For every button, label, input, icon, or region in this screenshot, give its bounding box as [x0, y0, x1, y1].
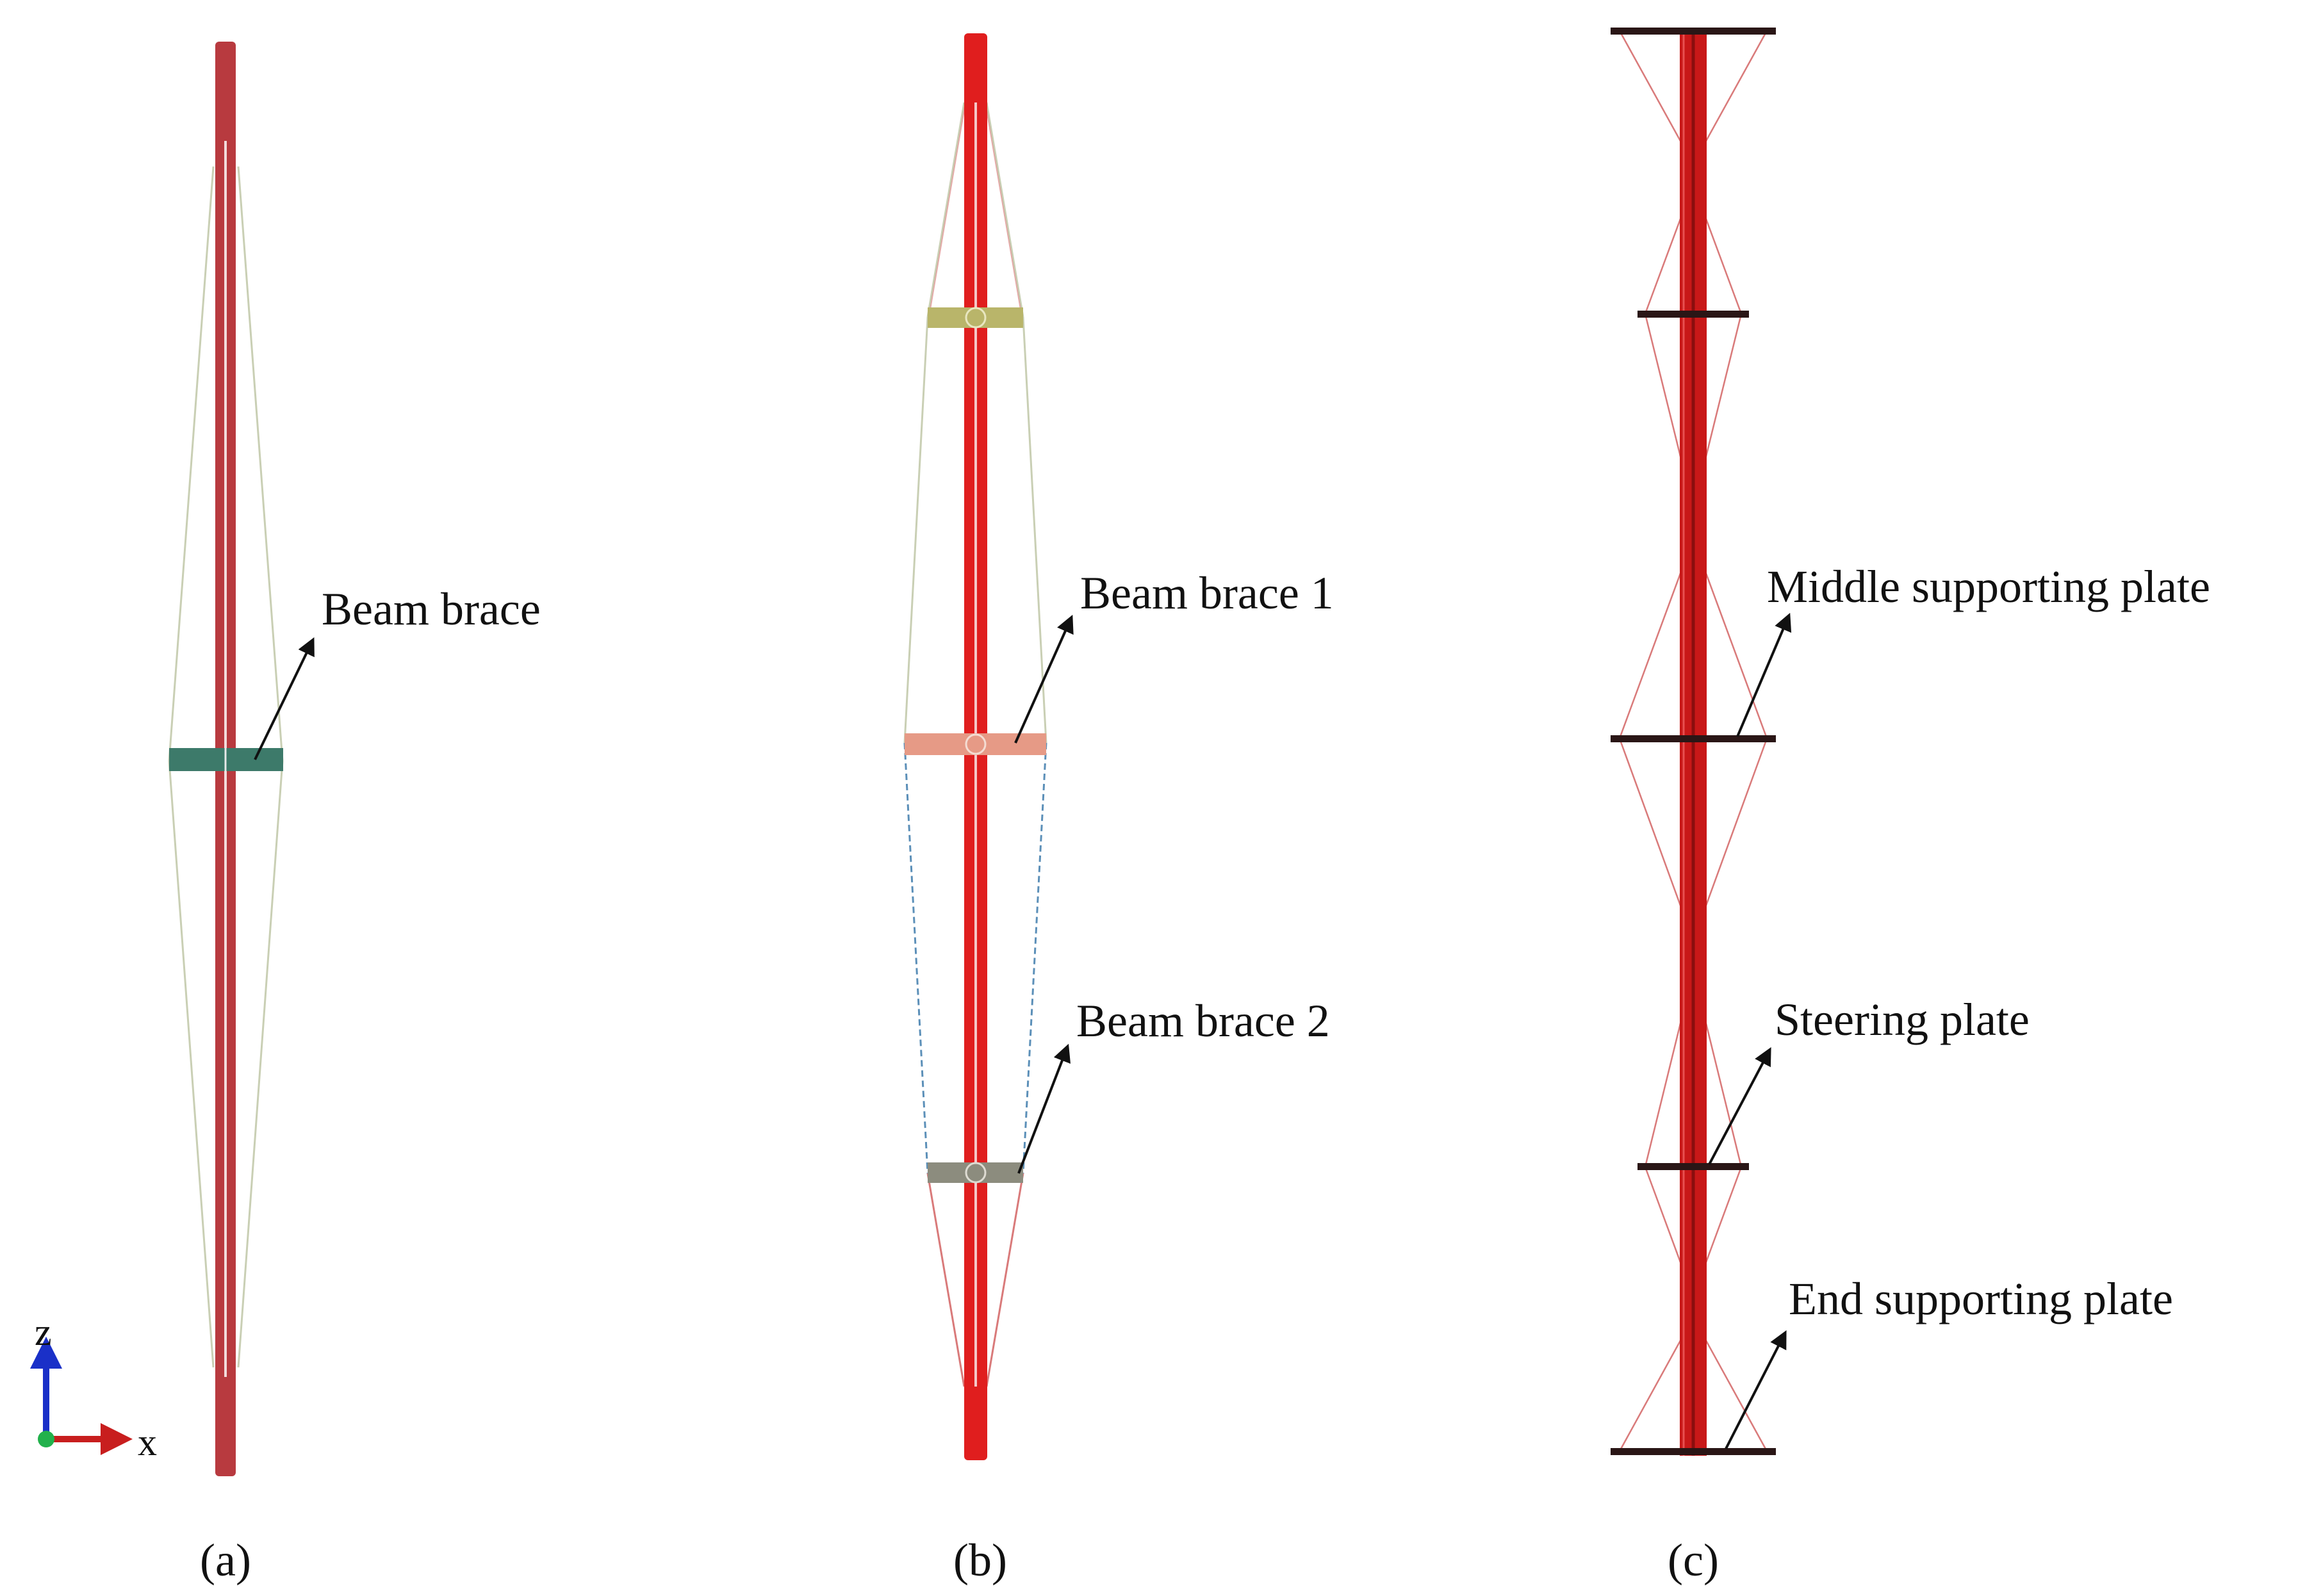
panel-b-cables-lower [903, 742, 1047, 1174]
z-axis-label: z [35, 1311, 52, 1353]
panel-b-callout-1-arrow [1014, 614, 1074, 744]
panel-a-cables [168, 166, 284, 1368]
axis-triad: z x [30, 1311, 157, 1463]
panel-b-beam-brace-2 [928, 1162, 1023, 1183]
panel-b-callout-2-label: Beam brace 2 [1076, 995, 1330, 1046]
x-axis-label: x [138, 1421, 157, 1463]
panel-c-steering-plate-top [1637, 311, 1749, 318]
panel-b-callout-2-arrow [1017, 1043, 1071, 1174]
panel-b-beam-brace-1 [905, 733, 1046, 755]
panel-b-cables-upper [903, 102, 1047, 744]
panel-c-steering-plate-bottom [1637, 1163, 1749, 1170]
panel-c-middle-callout-label: Middle supporting plate [1767, 561, 2210, 612]
panel-c-end-callout-label: End supporting plate [1789, 1273, 2173, 1324]
panel-c-middle-plate [1611, 735, 1776, 742]
panel-b-cables-bottom [926, 1173, 1024, 1387]
panel-c-middle-callout-arrow [1736, 612, 1792, 737]
panel-b-callout-1-label: Beam brace 1 [1080, 567, 1334, 619]
panel-b-top-brace [928, 307, 1023, 328]
panel-b-cables-upper-tint [928, 102, 1022, 318]
panel-c-end-callout-arrow [1725, 1330, 1787, 1449]
panel-c-caption: (c) [1668, 1535, 1719, 1586]
origin-icon [38, 1431, 54, 1447]
panel-a-callout-label: Beam brace [322, 583, 541, 635]
panel-c: Middle supporting plate Steering plate E… [1611, 28, 2210, 1586]
panel-c-end-plate-top [1611, 28, 1776, 35]
panel-b: Beam brace 1 Beam brace 2 (b) [903, 33, 1334, 1586]
panel-a: Beam brace (a) [168, 42, 541, 1586]
panel-a-callout-arrow [254, 637, 315, 760]
panel-c-steering-callout-label: Steering plate [1775, 994, 2030, 1045]
panel-b-caption: (b) [953, 1535, 1007, 1586]
panel-a-caption: (a) [200, 1535, 251, 1586]
panel-c-steering-callout-arrow [1708, 1047, 1771, 1165]
panel-c-end-plate-bottom [1611, 1448, 1776, 1455]
